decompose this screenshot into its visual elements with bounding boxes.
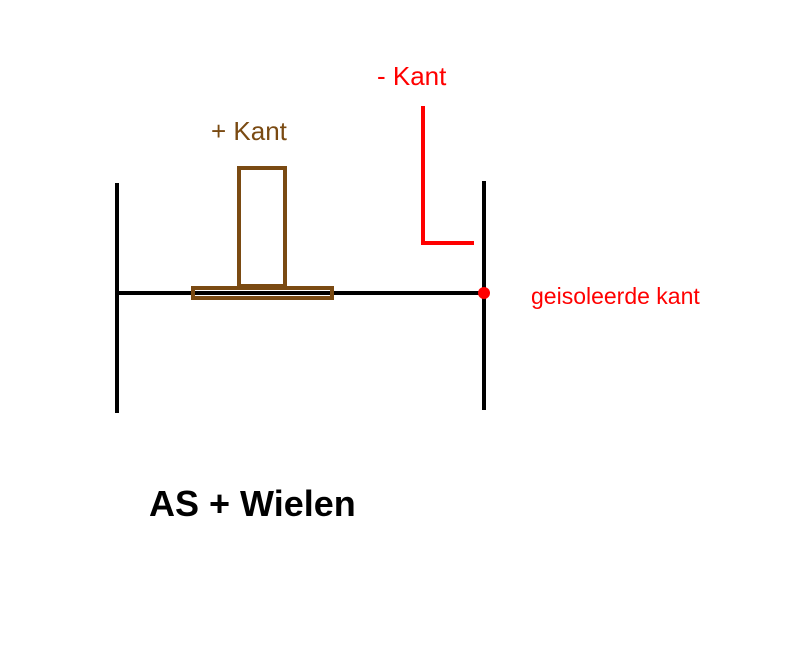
minus-edge-label: - Kant — [377, 61, 447, 91]
minus-contact — [421, 106, 474, 245]
isolated-point-dot — [478, 287, 490, 299]
diagram-title: AS + Wielen — [149, 483, 356, 524]
plus-contact-post — [237, 166, 287, 288]
isolated-edge-label: geisoleerde kant — [531, 283, 700, 309]
plus-edge-label: + Kant — [211, 116, 288, 146]
